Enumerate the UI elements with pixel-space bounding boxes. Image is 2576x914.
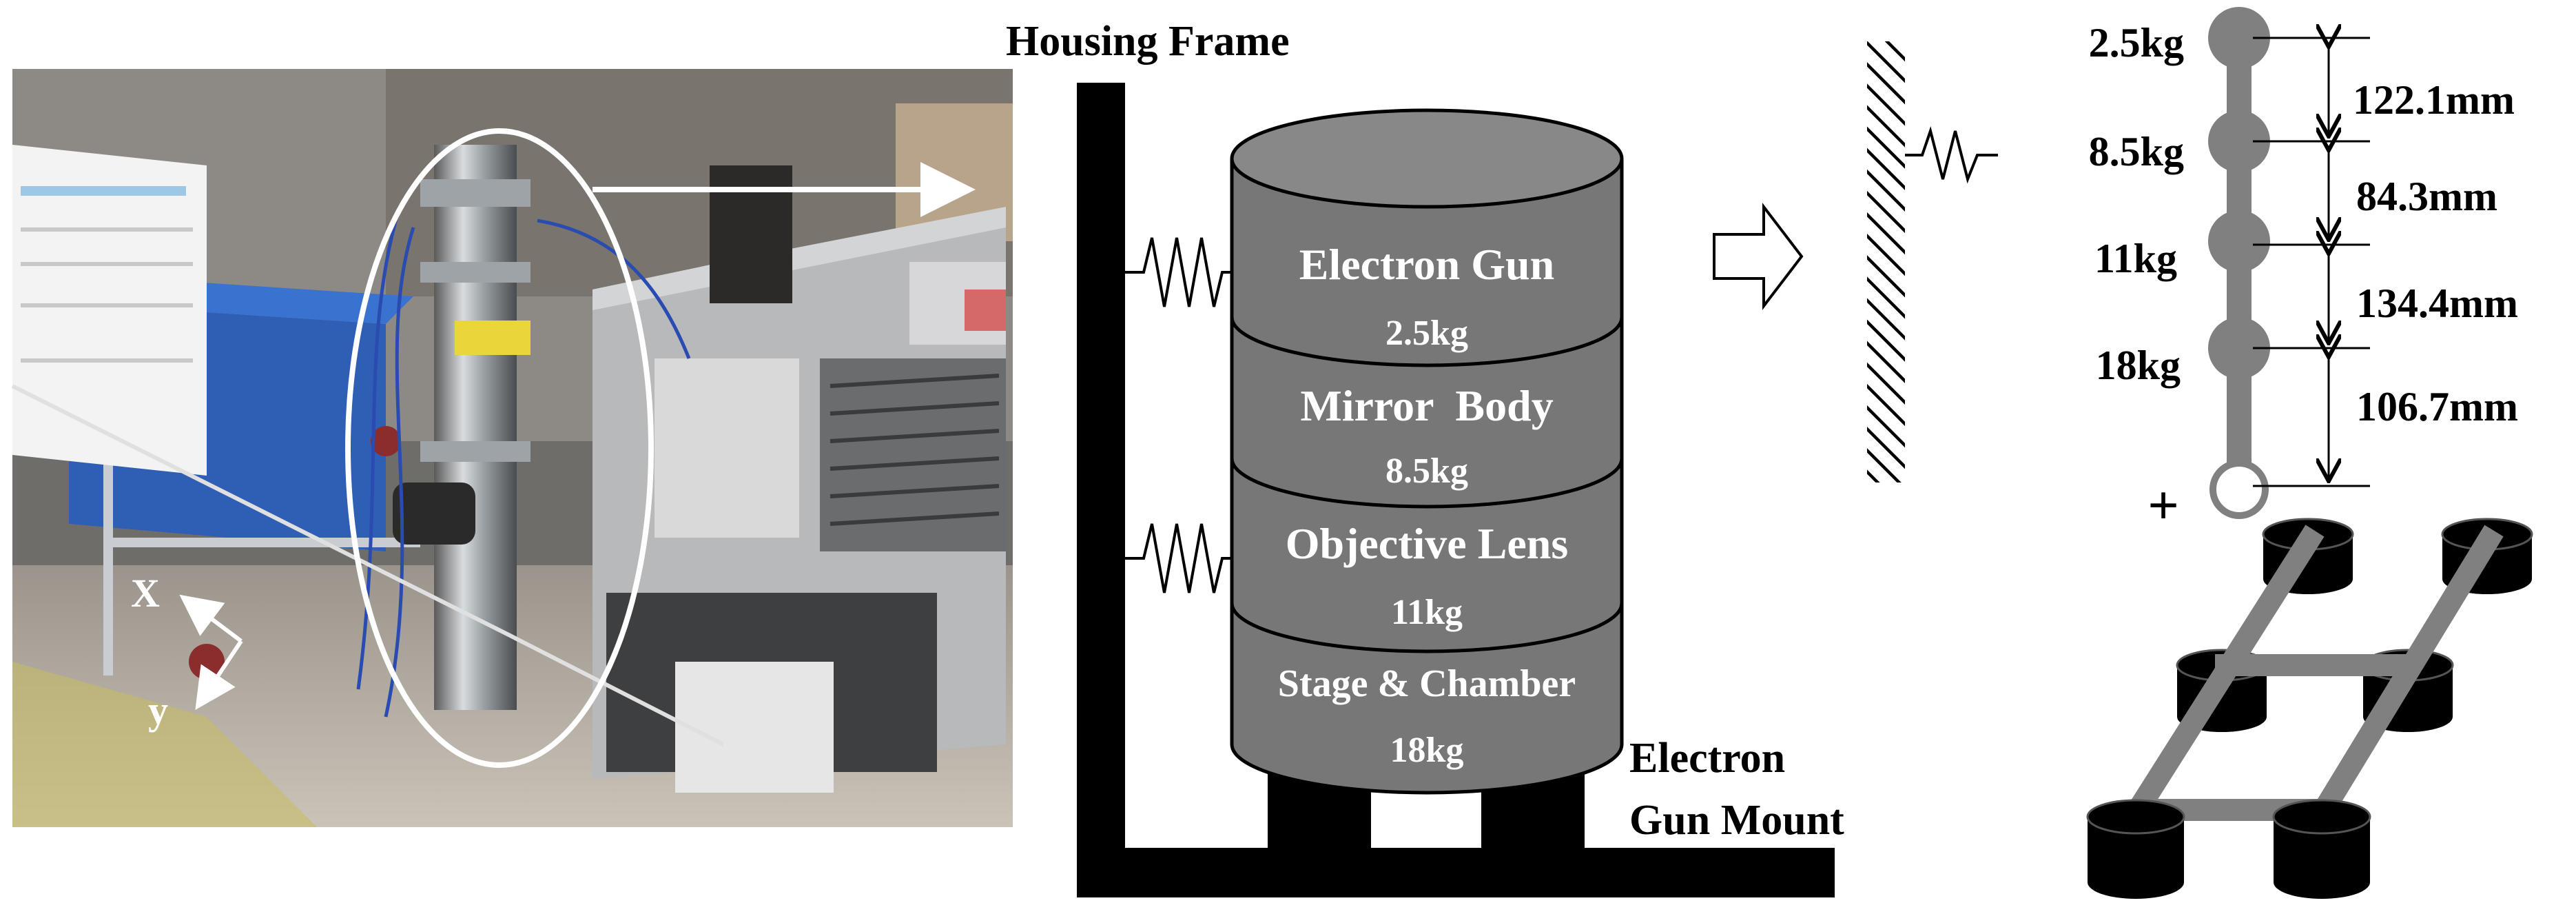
model-mass-2: 8.5kg	[2089, 129, 2184, 174]
model-spring	[1905, 126, 1998, 184]
hatched-wall	[1867, 41, 1905, 483]
model-distance-2: 84.3mm	[2356, 174, 2497, 219]
component-mass-stage-chamber: 18kg	[1390, 731, 1464, 770]
mount-support-model	[2086, 518, 2533, 899]
component-name-stage-chamber: Stage & Chamber	[1278, 662, 1576, 705]
model-node-2	[2208, 110, 2270, 172]
component-mass-objective-lens: 11kg	[1391, 593, 1463, 632]
column-highlight-ellipse	[345, 128, 654, 768]
model-mass-1: 2.5kg	[2089, 20, 2184, 65]
spring-upper	[1125, 237, 1232, 307]
model-node-4	[2208, 317, 2270, 379]
column-cylinder	[1230, 108, 1624, 795]
support-cylinder-front-right	[2272, 799, 2371, 899]
model-node-base	[2209, 460, 2269, 519]
component-name-objective-lens: Objective Lens	[1286, 519, 1569, 568]
column-schematic: Housing Frame Electron Gun 2.5kg Mirror …	[1006, 18, 1844, 897]
axis-y-label: y	[148, 688, 168, 733]
support-cylinder-front-left	[2086, 799, 2185, 899]
housing-frame-vertical	[1077, 83, 1125, 896]
axis-x-label: X	[131, 571, 160, 616]
mount-label-line2: Gun Mount	[1629, 797, 1844, 844]
component-name-electron-gun: Electron Gun	[1299, 240, 1554, 289]
model-node-3	[2208, 210, 2270, 272]
equipment-photo: X y	[11, 69, 1013, 827]
model-distance-4: 106.7mm	[2356, 384, 2518, 429]
model-distance-1: 122.1mm	[2353, 77, 2515, 123]
transition-arrow-icon	[1713, 203, 1804, 310]
model-mass-4: 18kg	[2096, 343, 2181, 388]
axis-triad	[179, 594, 243, 710]
component-mass-mirror-body: 8.5kg	[1385, 451, 1468, 491]
component-mass-electron-gun: 2.5kg	[1385, 314, 1468, 353]
model-distance-3: 134.4mm	[2356, 281, 2518, 326]
mount-label-line1: Electron	[1629, 735, 1785, 782]
lumped-mass-model: 2.5kg 8.5kg 11kg 18kg 122.1mm 84.3mm 134…	[1867, 7, 2518, 536]
model-node-1	[2208, 7, 2270, 69]
housing-frame-label: Housing Frame	[1006, 18, 1290, 65]
dimension-lines	[2253, 38, 2370, 487]
component-name-mirror-body: Mirror Body	[1300, 381, 1553, 430]
model-mass-3: 11kg	[2094, 236, 2177, 281]
spring-lower	[1125, 523, 1232, 593]
housing-frame-base	[1077, 848, 1835, 897]
plus-sign: +	[2147, 476, 2179, 536]
